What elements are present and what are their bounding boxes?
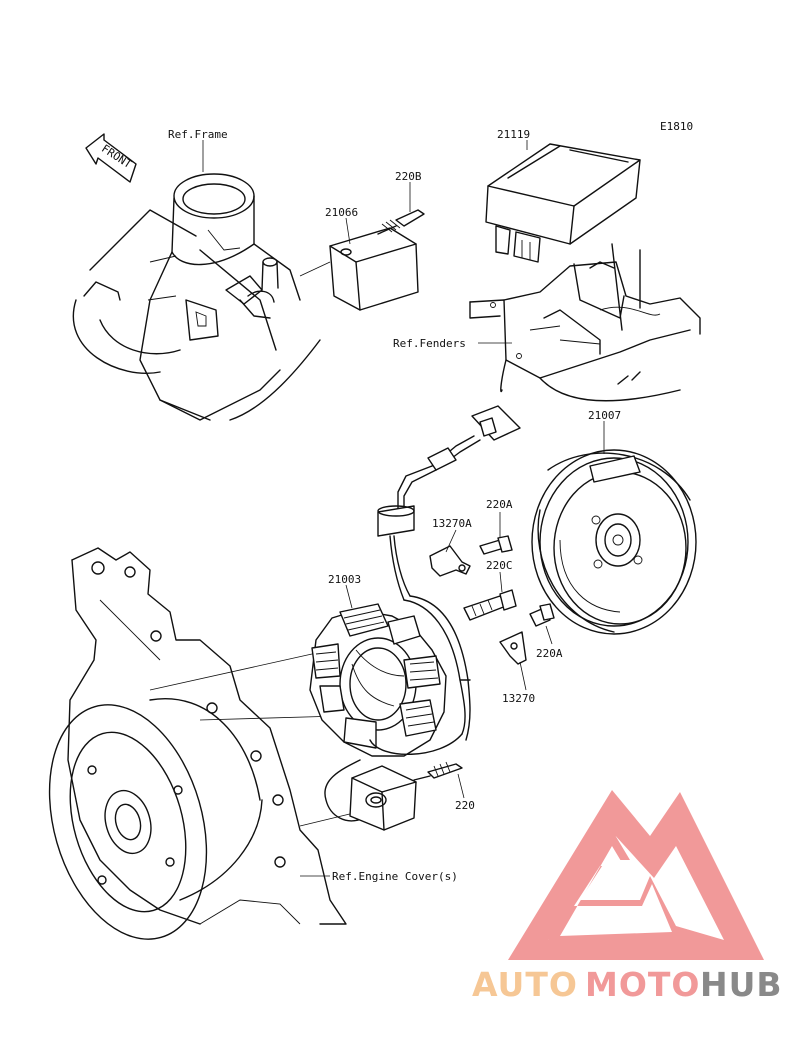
watermark-triangle	[508, 790, 764, 960]
label-ref-fenders: Ref.Fenders	[393, 337, 466, 350]
bolt-220c	[463, 589, 517, 621]
watermark-hub: HUB	[700, 965, 783, 1004]
watermark-moto: MOTO	[585, 965, 700, 1004]
label-part-220: 220	[455, 799, 475, 812]
pickup-coil	[349, 761, 463, 831]
bracket-13270a	[429, 545, 471, 577]
label-ref-frame: Ref.Frame	[168, 128, 228, 141]
label-part-13270a: 13270A	[432, 517, 472, 530]
label-part-220c: 220C	[486, 559, 513, 572]
plate-13270	[499, 631, 527, 665]
bolt-220a-top	[479, 535, 513, 555]
part-21007-flywheel	[531, 449, 697, 635]
label-part-21007: 21007	[588, 409, 621, 422]
label-part-21003: 21003	[328, 573, 361, 586]
label-part-220b: 220B	[395, 170, 422, 183]
label-part-220a-bottom: 220A	[536, 647, 563, 660]
label-part-13270: 13270	[502, 692, 535, 705]
label-diagram-code: E1810	[660, 120, 693, 133]
watermark-auto: AUTO	[472, 965, 578, 1004]
bolt-220a-bottom	[529, 603, 555, 627]
label-part-21119: 21119	[497, 128, 530, 141]
part-21066-relay	[299, 209, 425, 311]
label-part-220a-top: 220A	[486, 498, 513, 511]
label-part-21066: 21066	[325, 206, 358, 219]
part-21003-stator	[309, 535, 471, 822]
watermark-logo: AUTO MOTO HUB	[472, 790, 783, 1004]
label-ref-engine-cover: Ref.Engine Cover(s)	[332, 870, 458, 883]
engine-cover-drawing	[48, 547, 359, 940]
leader-lines	[202, 140, 605, 877]
front-direction-arrow: FRONT	[85, 133, 137, 183]
wire-connector	[377, 405, 521, 537]
fenders-drawing	[469, 243, 701, 402]
part-labels: Ref.Frame 21119 E1810 220B 21066 Ref.Fen…	[168, 120, 693, 883]
frame-drawing	[72, 173, 321, 421]
part-21119-module	[485, 143, 641, 263]
